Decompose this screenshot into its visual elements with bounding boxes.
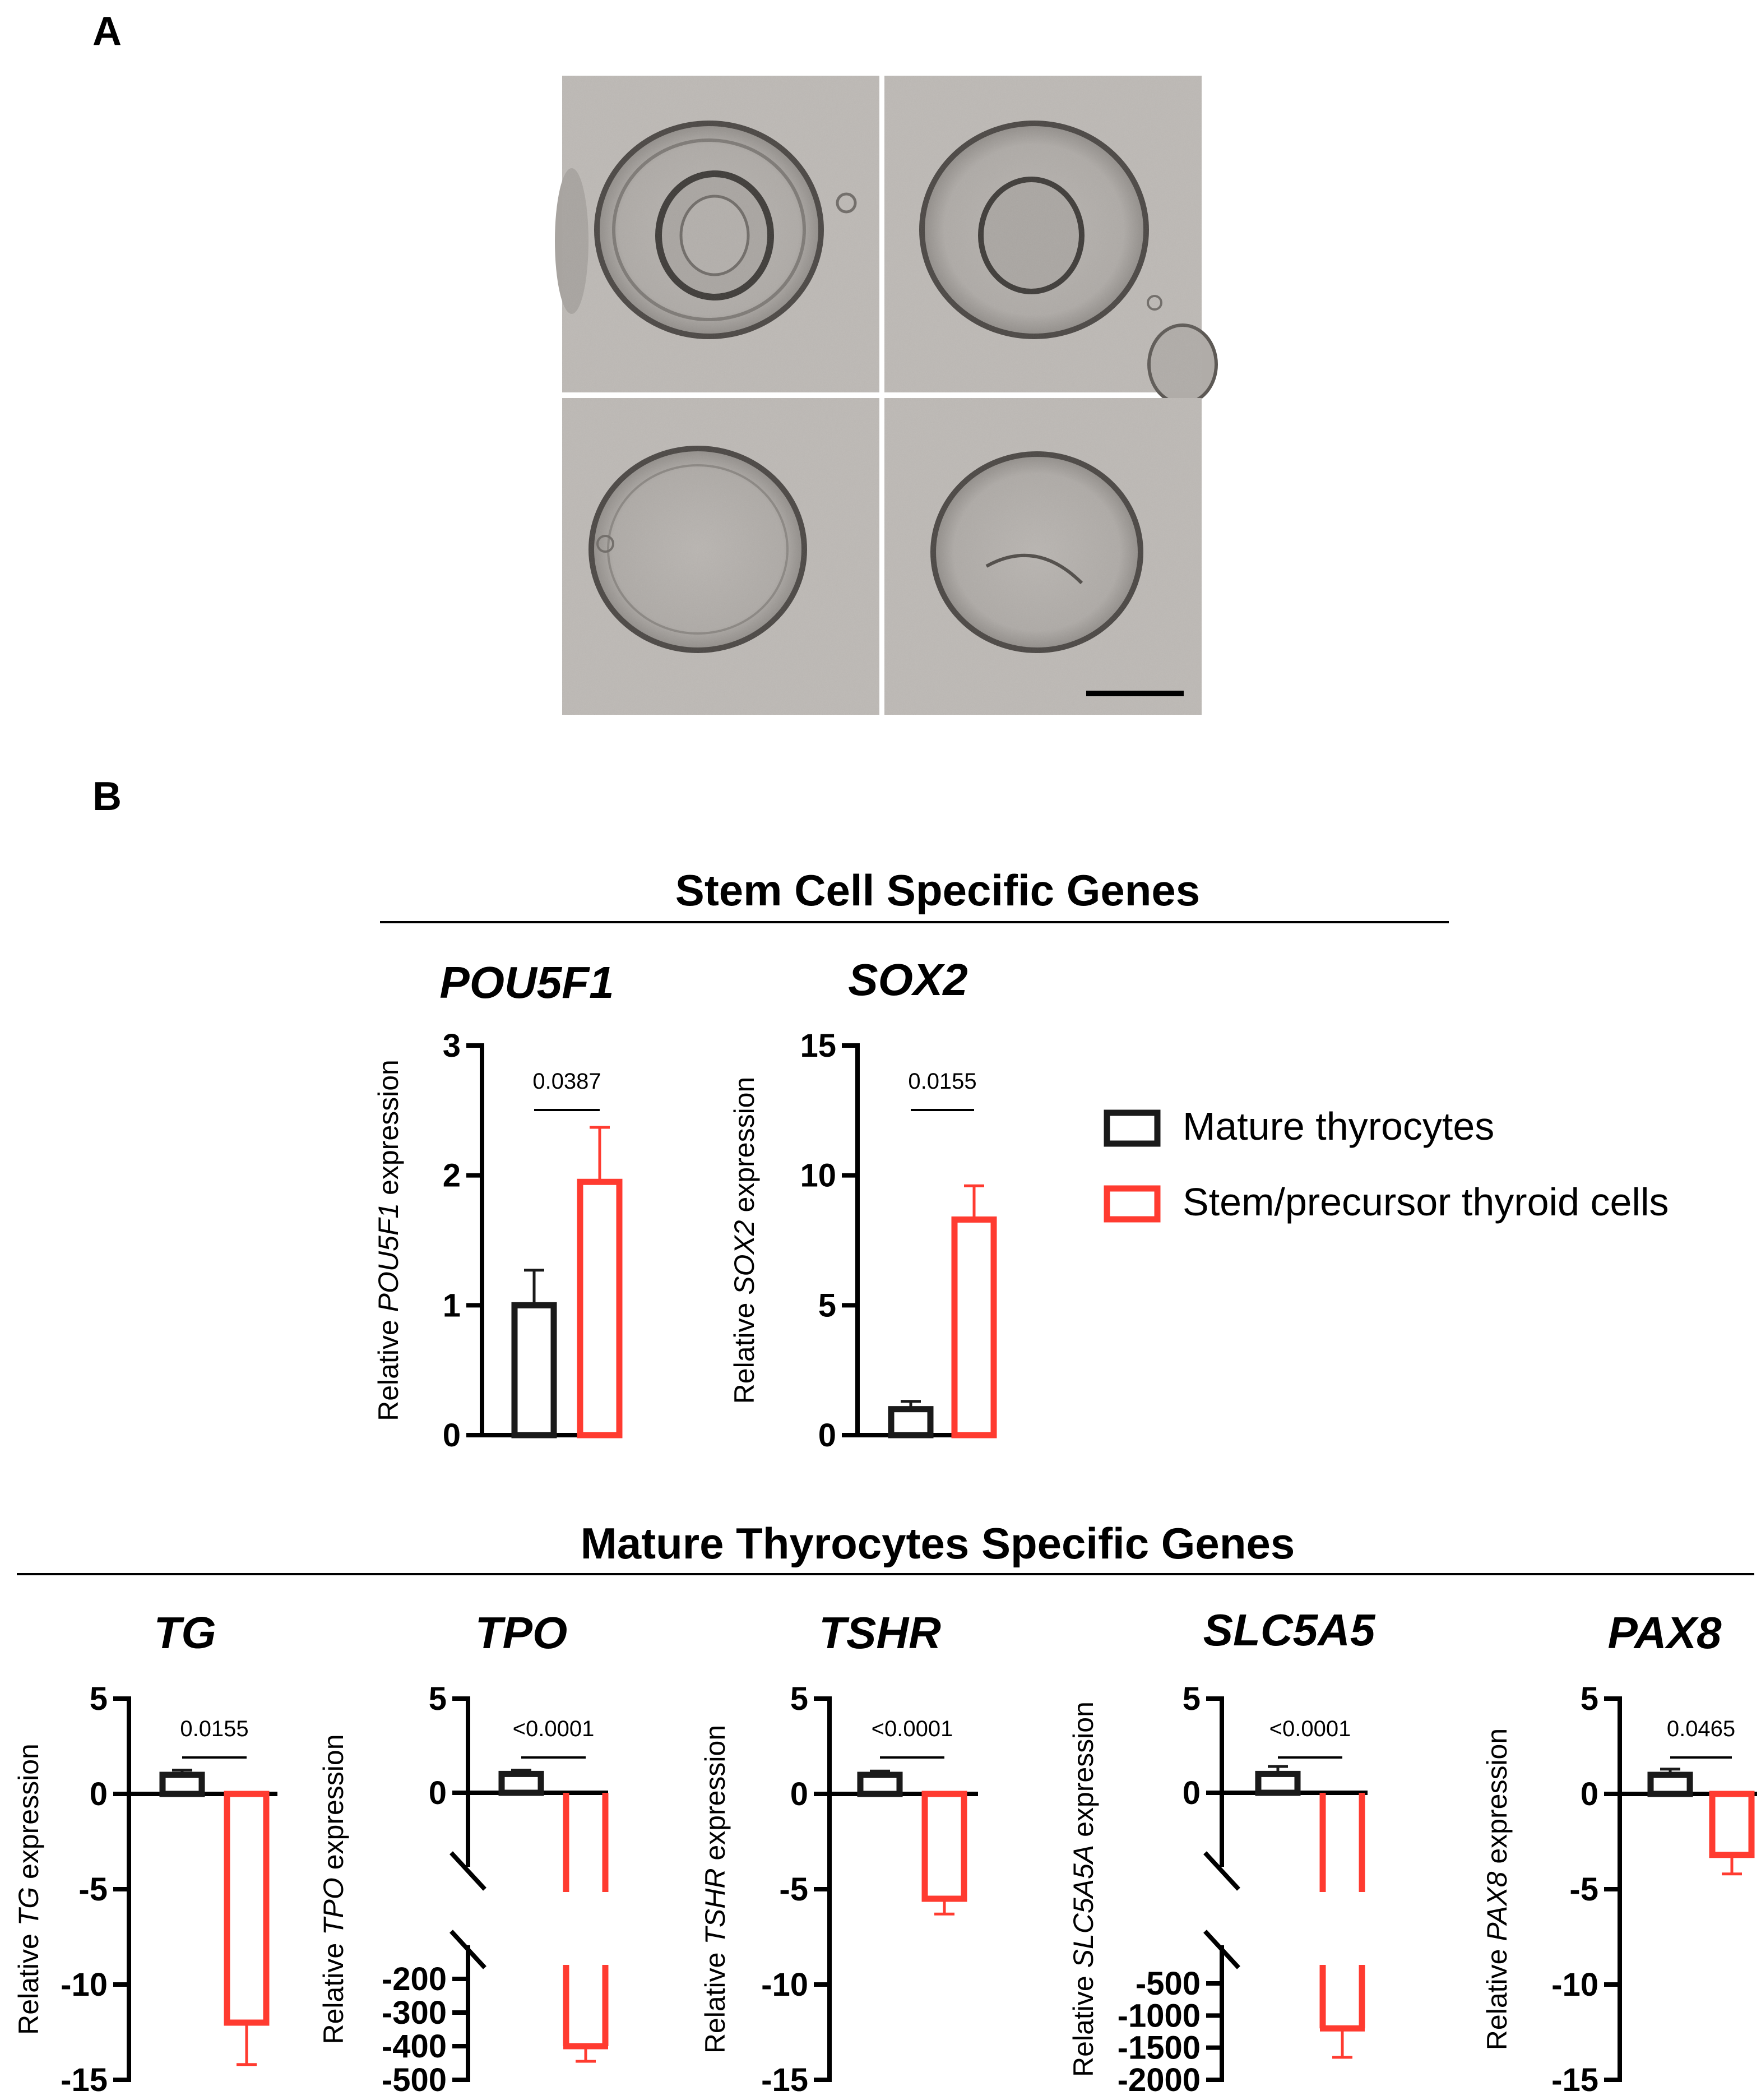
y-tick-label: 0	[429, 1775, 447, 1811]
y-tick-label: -1000	[1118, 1997, 1201, 2034]
micrograph-tile-2	[884, 76, 1218, 405]
y-tick-label: 5	[429, 1681, 447, 1717]
bar-stem	[921, 1791, 967, 1902]
y-axis-label: Relative TPO expression	[318, 1734, 349, 2044]
bar-stem	[577, 1178, 623, 1438]
y-tick-label: -10	[61, 1967, 108, 2003]
y-tick-label: 0	[1581, 1776, 1598, 1812]
chart-title: SLC5A5	[1203, 1605, 1376, 1655]
bar-stem	[951, 1216, 997, 1438]
legend: Mature thyrocytes Stem/precursor thyroid…	[1104, 1104, 1669, 1224]
y-tick-label: -5	[1569, 1871, 1598, 1908]
y-tick-label: 5	[90, 1681, 108, 1717]
y-tick-label: 5	[1183, 1681, 1201, 1717]
p-value-label: 0.0465	[1667, 1717, 1735, 1741]
panel-b-label: B	[92, 774, 122, 819]
y-tick-label: -2000	[1118, 2062, 1201, 2098]
y-tick-label: -5	[779, 1871, 808, 1908]
bar-stem	[224, 1791, 270, 2026]
y-tick-label: 5	[790, 1681, 808, 1717]
y-tick-label: -200	[382, 1961, 447, 1997]
p-value-label: <0.0001	[872, 1717, 953, 1741]
bar-mature	[498, 1770, 544, 1796]
y-tick-label: 15	[800, 1028, 836, 1064]
chart-title: POU5F1	[439, 958, 614, 1007]
y-tick-label: 10	[800, 1158, 836, 1194]
chart-title: TPO	[475, 1608, 567, 1658]
legend-swatch-mature	[1104, 1109, 1161, 1147]
y-tick-label: -5	[78, 1871, 108, 1908]
chart-tpo: TPO Relative TPO expression 5 0 -200-300-400…	[318, 1608, 609, 2098]
panel-a-label: A	[92, 9, 122, 54]
y-tick-label: -300	[382, 1995, 447, 2031]
y-tick-label: -15	[761, 2062, 808, 2098]
bar-mature	[857, 1771, 903, 1797]
y-tick-label: -400	[382, 2028, 447, 2065]
chart-title: SOX2	[848, 955, 967, 1005]
y-axis-label: Relative POU5F1 expression	[373, 1060, 404, 1421]
y-axis-label: Relative PAX8 expression	[1481, 1728, 1513, 2050]
p-value-label: <0.0001	[1269, 1717, 1351, 1741]
bar-stem	[1709, 1791, 1755, 1858]
legend-label-stem: Stem/precursor thyroid cells	[1183, 1180, 1669, 1224]
axis-break-mark	[1203, 1930, 1240, 1969]
section-title-mature: Mature Thyrocytes Specific Genes	[581, 1519, 1295, 1568]
micrograph-tile-1	[555, 76, 879, 392]
section-title-stem: Stem Cell Specific Genes	[675, 866, 1200, 915]
bar-mature	[888, 1406, 934, 1438]
y-tick-label: 0	[790, 1776, 808, 1812]
y-tick-label: -1500	[1118, 2030, 1201, 2066]
axis-break-mark	[449, 1851, 486, 1891]
y-tick-label: -500	[382, 2062, 447, 2098]
y-tick-label: -10	[761, 1967, 808, 2003]
micrograph-tile-3	[562, 398, 879, 715]
y-tick-label: 0	[443, 1417, 461, 1454]
p-value-label: <0.0001	[513, 1717, 595, 1741]
y-axis-label: Relative TSHR expression	[699, 1725, 731, 2053]
p-value-label: 0.0155	[908, 1069, 976, 1094]
chart-title: TSHR	[819, 1608, 941, 1658]
chart-title: PAX8	[1607, 1608, 1722, 1658]
y-tick-label: -15	[1551, 2062, 1598, 2098]
bar-mature	[511, 1302, 557, 1438]
axis-break-mark	[1203, 1851, 1240, 1891]
y-axis-label: Relative SLC5A5A expression	[1068, 1701, 1099, 2077]
axis-break-mark	[449, 1930, 486, 1969]
bar-mature	[1255, 1770, 1301, 1796]
micrograph-tile-4	[884, 398, 1202, 715]
p-value-label: 0.0155	[180, 1717, 248, 1741]
micrograph-grid	[555, 76, 1218, 715]
y-tick-label: 0	[1183, 1775, 1201, 1811]
chart-title: TG	[154, 1608, 216, 1658]
chart-tg: TG Relative TG expression 5 0 -5 -10 -15 0.0155	[13, 1608, 277, 2098]
y-tick-label: 0	[90, 1776, 108, 1812]
bar-mature	[1647, 1771, 1693, 1797]
y-tick-label: 2	[443, 1158, 461, 1194]
y-tick-label: 0	[818, 1417, 836, 1454]
y-tick-label: -15	[61, 2062, 108, 2098]
legend-swatch-stem	[1104, 1185, 1161, 1223]
y-tick-label: 3	[443, 1028, 461, 1064]
y-tick-label: -500	[1136, 1965, 1201, 2002]
bar-mature	[159, 1771, 205, 1797]
y-axis-label: Relative SOX2 expression	[729, 1077, 760, 1404]
y-tick-label: 5	[818, 1287, 836, 1324]
y-axis-label: Relative TG expression	[13, 1743, 44, 2035]
p-value-label: 0.0387	[532, 1069, 601, 1094]
y-tick-label: 1	[443, 1287, 461, 1324]
y-tick-label: -10	[1551, 1967, 1598, 2003]
y-tick-label: 5	[1581, 1681, 1598, 1717]
chart-tshr: TSHR Relative TSHR expression 5 0 -5 -10 -15 <0…	[699, 1608, 978, 2098]
legend-label-mature: Mature thyrocytes	[1183, 1104, 1494, 1148]
